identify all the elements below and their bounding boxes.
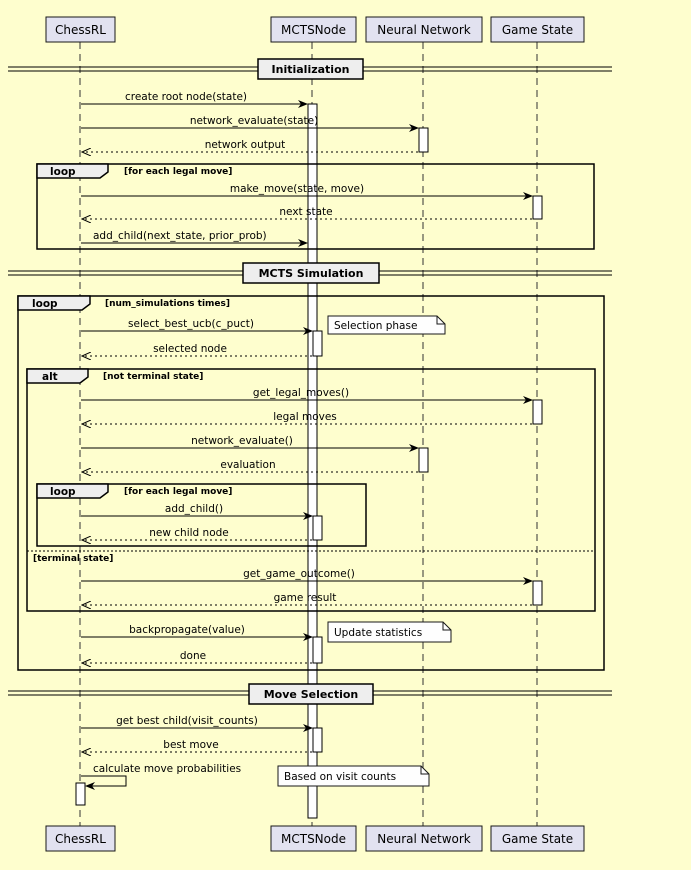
svg-text:loop: loop: [32, 298, 58, 310]
label-get-legal-moves: get_legal_moves(): [253, 387, 349, 399]
svg-text:ChessRL: ChessRL: [55, 832, 106, 846]
message-labels: create root node(state) network_evaluate…: [93, 91, 364, 775]
participant-mctsnode: MCTSNode: [270, 16, 357, 43]
label-make-move: make_move(state, move): [230, 183, 364, 195]
mcts-activation-best: [312, 727, 323, 753]
svg-text:loop: loop: [50, 486, 76, 498]
note-based-on-visit-counts: Based on visit counts: [277, 765, 430, 787]
svg-text:Neural Network: Neural Network: [377, 832, 471, 846]
divider-mcts-simulation: MCTS Simulation: [8, 262, 612, 284]
label-select-best-ucb: select_best_ucb(c_puct): [128, 318, 254, 330]
svg-text:Selection phase: Selection phase: [334, 320, 417, 332]
label-get-best-child: get best child(visit_counts): [116, 715, 258, 727]
participant-mctsnode-footer: MCTSNode: [270, 825, 357, 852]
label-network-evaluate-state: network_evaluate(state): [190, 115, 318, 127]
activation-bars: [75, 127, 543, 806]
svg-text:Initialization: Initialization: [272, 63, 350, 76]
msg-self-calculate: [81, 775, 127, 790]
label-legal-moves: legal moves: [273, 411, 337, 423]
participant-neural-network-footer: Neural Network: [365, 825, 483, 852]
label-next-state: next state: [279, 206, 332, 218]
svg-text:[num_simulations times]: [num_simulations times]: [105, 299, 230, 309]
svg-text:Neural Network: Neural Network: [377, 23, 471, 37]
fragment-alt-terminal: alt [not terminal state] [terminal state…: [26, 368, 596, 612]
divider-initialization: Initialization: [8, 58, 612, 80]
gs-activation-legal: [532, 399, 543, 425]
svg-text:MCTSNode: MCTSNode: [281, 832, 346, 846]
mcts-activation-backprop: [312, 636, 323, 664]
label-game-result: game result: [274, 592, 337, 604]
note-update-statistics: Update statistics: [327, 621, 452, 643]
label-best-move: best move: [163, 739, 218, 751]
svg-text:[for each legal move]: [for each legal move]: [124, 167, 232, 177]
label-new-child-node: new child node: [149, 527, 229, 539]
svg-text:[terminal state]: [terminal state]: [33, 554, 113, 564]
gs-activation-1: [532, 195, 543, 220]
participant-chessrl: ChessRL: [45, 16, 116, 43]
participant-neural-network: Neural Network: [365, 16, 483, 43]
nn-activation-2: [418, 447, 429, 473]
svg-text:[not terminal state]: [not terminal state]: [103, 372, 203, 382]
fragment-loop-legal-moves-expand: loop [for each legal move]: [36, 483, 367, 547]
fragment-loop-legal-moves-init: loop [for each legal move]: [36, 163, 595, 250]
svg-text:Based on visit counts: Based on visit counts: [284, 771, 396, 783]
label-backpropagate: backpropagate(value): [129, 624, 245, 636]
gs-activation-outcome: [532, 580, 543, 606]
label-create-root-node: create root node(state): [125, 91, 247, 103]
svg-text:MCTS Simulation: MCTS Simulation: [259, 267, 364, 280]
svg-text:MCTSNode: MCTSNode: [281, 23, 346, 37]
label-selected-node: selected node: [153, 343, 227, 355]
mcts-activation-add: [312, 515, 323, 541]
participant-chessrl-footer: ChessRL: [45, 825, 116, 852]
divider-move-selection: Move Selection: [8, 683, 612, 705]
participants-top: ChessRL MCTSNode Neural Network Game Sta…: [45, 16, 585, 43]
label-self-calculate: calculate move probabilities: [93, 763, 241, 775]
label-add-child: add_child(): [165, 503, 223, 515]
participants-bottom: ChessRL MCTSNode Neural Network Game Sta…: [45, 825, 585, 852]
svg-text:[for each legal move]: [for each legal move]: [124, 487, 232, 497]
label-done: done: [180, 650, 206, 662]
fragment-loop-simulations: loop [num_simulations times]: [17, 295, 605, 671]
label-evaluation: evaluation: [220, 459, 275, 471]
label-get-game-outcome: get_game_outcome(): [243, 568, 355, 580]
svg-text:loop: loop: [50, 166, 76, 178]
nn-activation-1: [418, 127, 429, 153]
svg-text:Game State: Game State: [502, 832, 573, 846]
svg-text:Move Selection: Move Selection: [264, 688, 359, 701]
label-network-evaluate: network_evaluate(): [191, 435, 293, 447]
svg-text:Game State: Game State: [502, 23, 573, 37]
chessrl-activation-self: [75, 782, 86, 806]
note-selection-phase: Selection phase: [327, 315, 446, 335]
label-network-output: network output: [205, 139, 286, 151]
label-add-child-init: add_child(next_state, prior_prob): [93, 230, 267, 242]
mcts-activation-select: [312, 330, 323, 357]
svg-text:ChessRL: ChessRL: [55, 23, 106, 37]
messages: [81, 100, 533, 790]
svg-text:Update statistics: Update statistics: [334, 627, 422, 639]
svg-text:alt: alt: [42, 371, 58, 383]
participant-game-state: Game State: [490, 16, 585, 43]
participant-game-state-footer: Game State: [490, 825, 585, 852]
mctsnode-activation-main: [307, 103, 318, 819]
